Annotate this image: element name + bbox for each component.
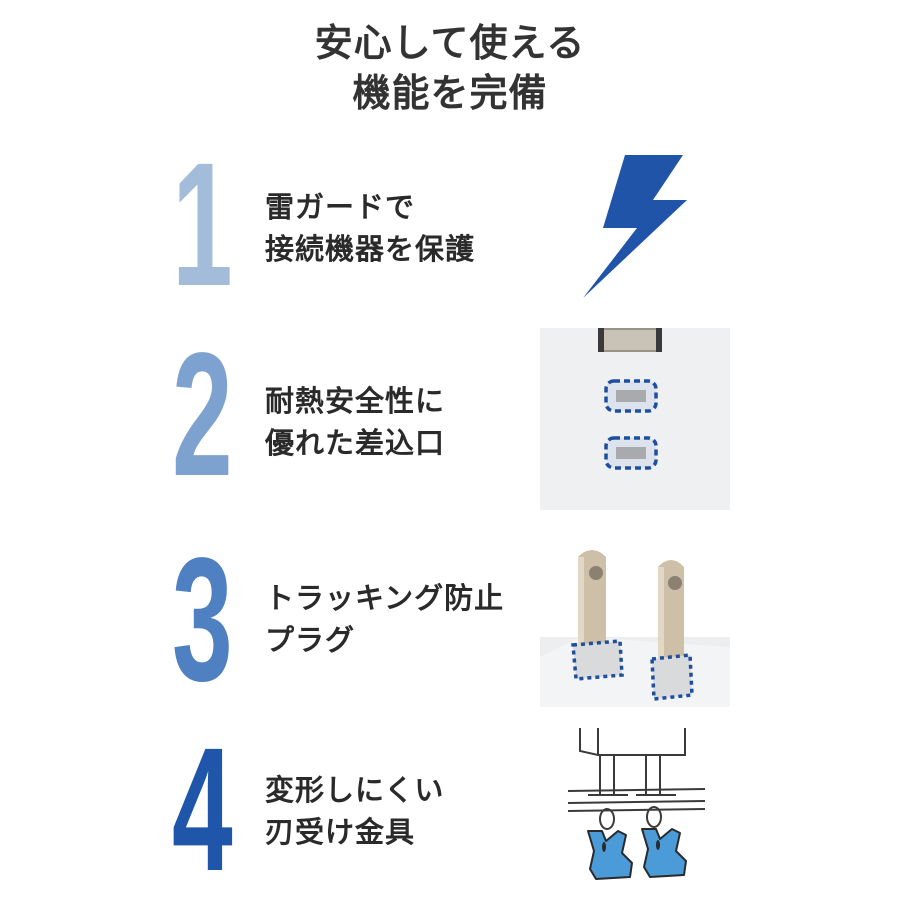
feature-1-line-1: 雷ガードで [265,190,416,224]
feature-2-line-1: 耐熱安全性に [265,384,446,418]
feature-3-line-2: プラグ [265,623,356,657]
page-title: 安心して使える 機能を完備 [0,18,900,118]
feature-text-1: 雷ガードで 接続機器を保護 [265,186,475,270]
feature-text-4: 変形しにくい 刃受け金具 [265,769,444,853]
feature-number-4: 4 [172,712,233,908]
feature-number-3: 3 [172,522,233,718]
blade-receiver-diagram [567,728,706,880]
feature-3-line-1: トラッキング防止 [265,581,505,615]
feature-1-line-2: 接続機器を保護 [265,232,476,266]
feature-text-3: トラッキング防止 プラグ [265,577,504,661]
feature-4-line-1: 変形しにくい [265,773,445,807]
feature-text-2: 耐熱安全性に 優れた差込口 [265,380,445,464]
feature-4-line-2: 刃受け金具 [265,815,416,849]
lightning-bolt-icon [583,155,687,298]
feature-row-4: 4 変形しにくい 刃受け金具 [0,712,900,915]
title-line-2: 機能を完備 [352,71,548,115]
feature-number-1: 1 [172,127,233,323]
feature-2-line-2: 優れた差込口 [265,426,446,460]
feature-row-2: 2 耐熱安全性に 優れた差込口 [0,317,900,520]
outlet-slots-image [540,328,730,510]
plug-prongs-image [540,550,730,707]
title-line-1: 安心して使える [314,21,586,65]
feature-row-3: 3 トラッキング防止 プラグ [0,522,900,725]
feature-number-2: 2 [172,317,233,513]
feature-row-1: 1 雷ガードで 接続機器を保護 [0,127,900,330]
